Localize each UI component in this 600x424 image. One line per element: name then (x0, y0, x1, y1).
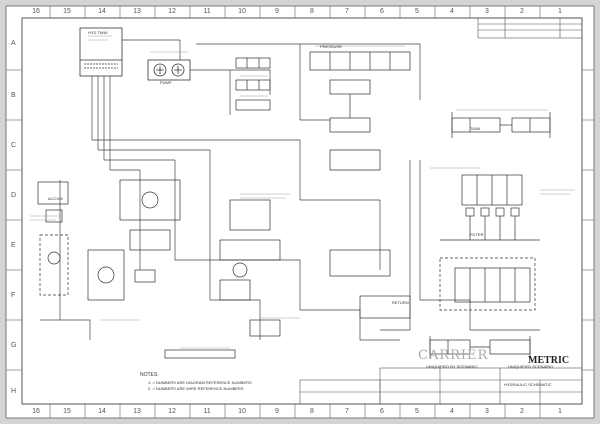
zone-bottom-15: 15 (63, 408, 71, 415)
left-components (37, 179, 181, 301)
accumulator-label: ACCUM (48, 196, 63, 201)
zone-top-3: 3 (485, 8, 489, 15)
zone-side-f: F (11, 292, 16, 299)
zone-bottom-9: 9 (275, 408, 279, 415)
zone-top-7: 7 (345, 8, 349, 15)
valve-bank-upper-right (440, 174, 540, 241)
pressure-label: PRESSURE (320, 44, 343, 49)
note-line-2: 2. = NUMBERS ARE WIRE REFERENCE NUMBERS (148, 386, 244, 391)
zone-top-12: 12 (168, 8, 176, 15)
metric-stamp: METRIC (528, 355, 570, 366)
zone-side-g: G (11, 342, 17, 349)
zone-ticks (6, 6, 594, 418)
title-subtitle-right: UNIQUIFIED SCENARIO (508, 364, 554, 369)
zone-bottom-12: 12 (168, 408, 176, 415)
zone-bottom-1: 1 (558, 408, 562, 415)
zone-top-6: 6 (380, 8, 384, 15)
company-name: CARRIER (418, 348, 489, 363)
schematic-title: HYDRAULIC SCHEMATIC (504, 382, 552, 387)
solenoid-valve-group-top (235, 57, 271, 111)
notes-heading: NOTES: (140, 372, 159, 378)
hydraulic-lines (40, 39, 540, 341)
filter-label: FILTER (470, 232, 484, 237)
zone-top-15: 15 (63, 8, 71, 15)
cylinder-bottom (429, 336, 531, 358)
zone-bottom-3: 3 (485, 408, 489, 415)
zone-side-h: H (11, 388, 17, 395)
zone-top-8: 8 (310, 8, 314, 15)
zone-top-11: 11 (203, 8, 211, 15)
zone-bottom-6: 6 (380, 408, 384, 415)
zone-bottom-11: 11 (203, 408, 211, 415)
zone-top-13: 13 (133, 8, 141, 15)
zone-bottom-5: 5 (415, 408, 419, 415)
revision-block (477, 17, 583, 39)
zone-top-16: 16 (32, 8, 40, 15)
zone-side-d: D (11, 192, 17, 199)
zone-bottom-16: 16 (32, 408, 40, 415)
zone-bottom-13: 13 (133, 408, 141, 415)
zone-top-9: 9 (275, 8, 279, 15)
zone-top-10: 10 (238, 8, 246, 15)
pump-label: PUMP (160, 80, 172, 85)
hyd-tank-label: HYD TANK (88, 30, 108, 35)
zone-bottom-4: 4 (450, 408, 454, 415)
zone-side-e: E (11, 242, 16, 249)
zone-bottom-2: 2 (520, 408, 524, 415)
zone-side-a: A (11, 40, 16, 47)
valve-bank-lower-right (439, 257, 536, 311)
zone-bottom-10: 10 (238, 408, 246, 415)
note-line-1: 1. = NUMBERS ARE DIAGRAM REFERENCE NUMBE… (148, 380, 252, 385)
annotation-marks (30, 35, 575, 349)
control-manifold-top (309, 51, 411, 171)
zone-side-b: B (11, 92, 16, 99)
zone-top-4: 4 (450, 8, 454, 15)
return-label: RETURN (392, 300, 409, 305)
cylinders-right (451, 112, 551, 138)
zone-top-5: 5 (415, 8, 419, 15)
zone-top-2: 2 (520, 8, 524, 15)
zone-bottom-8: 8 (310, 408, 314, 415)
tank-right-label: TANK (470, 126, 481, 131)
zone-top-1: 1 (558, 8, 562, 15)
zone-bottom-7: 7 (345, 408, 349, 415)
center-components (164, 199, 411, 359)
title-subtitle-left: UNIQUIFIED BY SCENARIO (426, 364, 478, 369)
zone-side-c: C (11, 142, 17, 149)
zone-bottom-14: 14 (98, 408, 106, 415)
zone-top-14: 14 (98, 8, 106, 15)
hyd-tank (79, 27, 123, 77)
title-block (299, 367, 583, 405)
